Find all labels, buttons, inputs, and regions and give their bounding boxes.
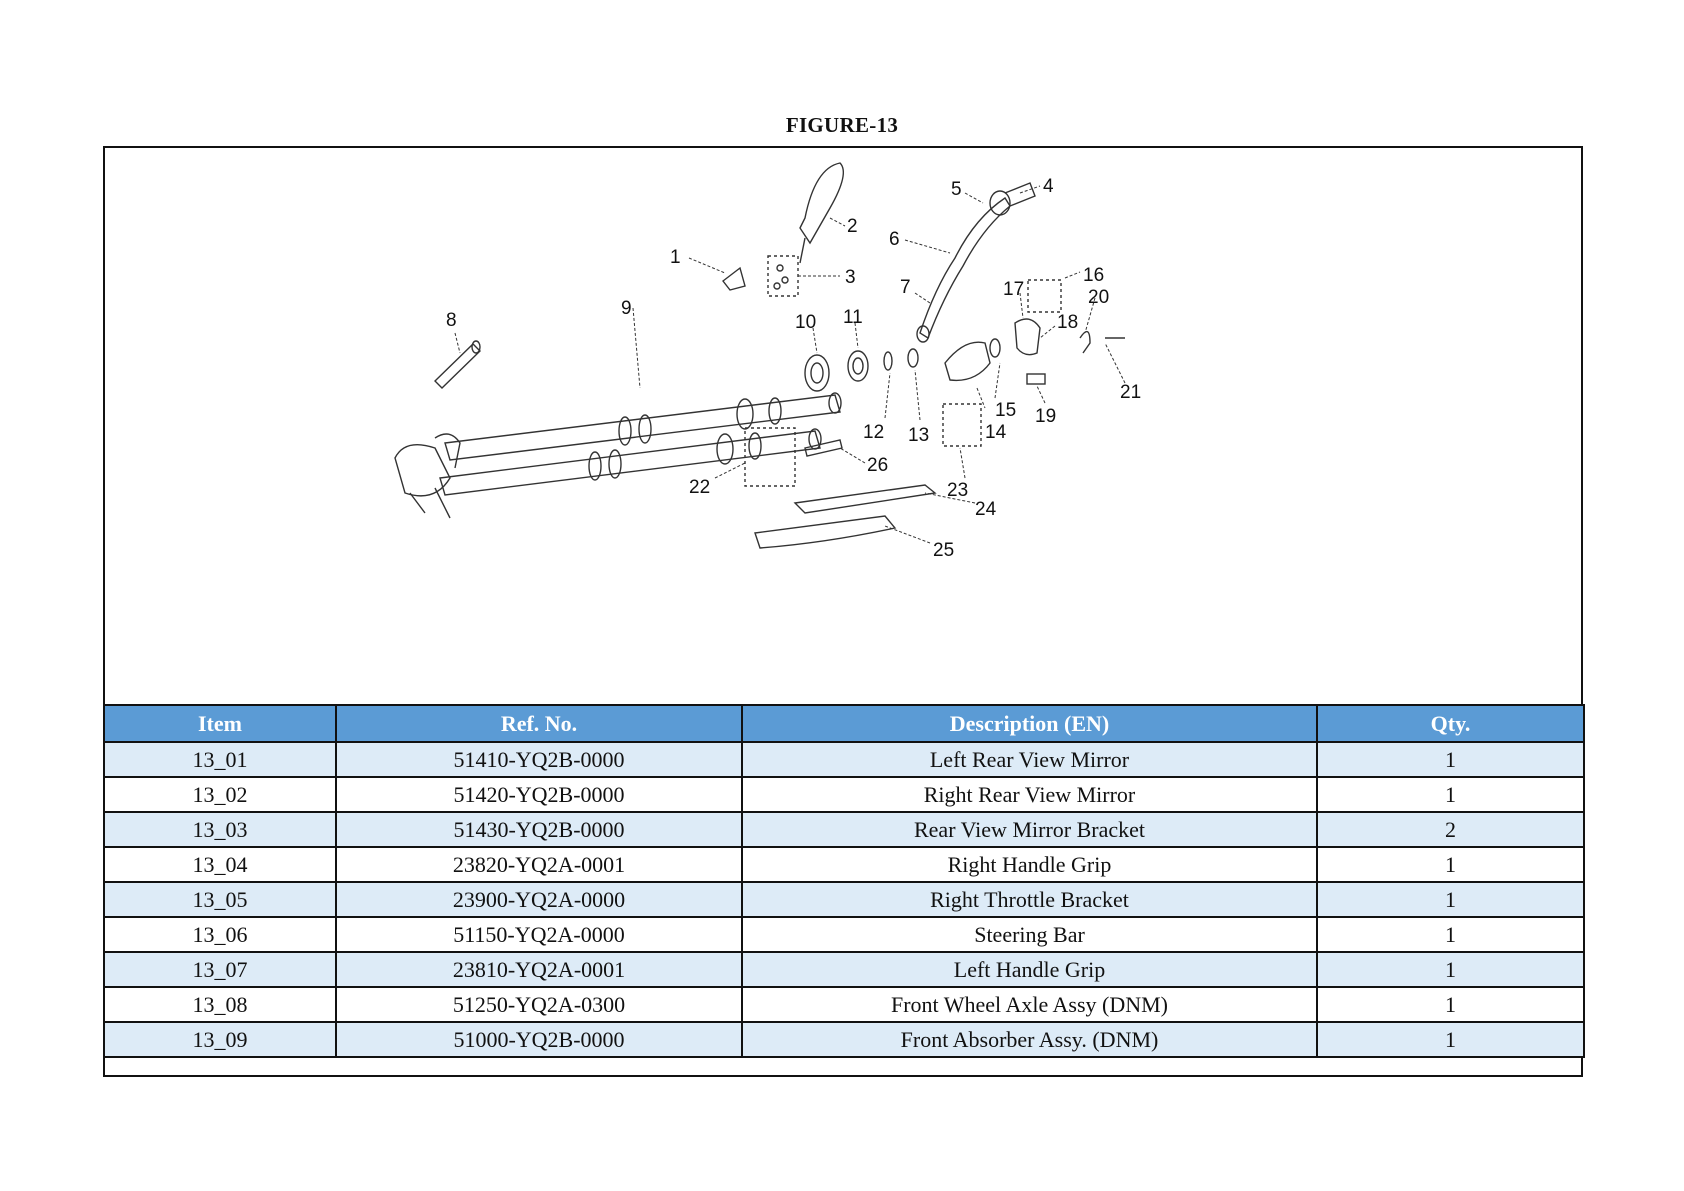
cell-item: 13_07 <box>103 951 337 988</box>
bearing-drawing-11 <box>847 350 869 382</box>
callout-7: 7 <box>900 277 911 298</box>
figure-frame: 1 2 3 4 5 6 7 8 9 10 11 12 13 14 15 16 1… <box>103 146 1585 1077</box>
callout-2: 2 <box>847 216 858 237</box>
cell-description: Steering Bar <box>741 916 1318 953</box>
table-row: 13_06 51150-YQ2A-0000 Steering Bar 1 <box>103 916 1585 953</box>
cell-qty: 1 <box>1316 846 1585 883</box>
triple-clamp-drawing <box>944 341 991 382</box>
callout-23: 23 <box>947 480 968 501</box>
table-header-row: Item Ref. No. Description (EN) Qty. <box>103 704 1585 743</box>
callout-4: 4 <box>1043 176 1054 197</box>
column-header-description: Description (EN) <box>741 704 1318 743</box>
cell-item: 13_09 <box>103 1021 337 1058</box>
cell-item: 13_08 <box>103 986 337 1023</box>
cell-ref-no: 51430-YQ2B-0000 <box>335 811 743 848</box>
guard-drawing-24 <box>793 484 937 514</box>
cell-qty: 1 <box>1316 951 1585 988</box>
callout-6: 6 <box>889 229 900 250</box>
callout-17: 17 <box>1003 279 1024 300</box>
table-row: 13_02 51420-YQ2B-0000 Right Rear View Mi… <box>103 776 1585 813</box>
figure-title: FIGURE-13 <box>785 113 899 137</box>
cell-qty: 1 <box>1316 776 1585 813</box>
callout-19: 19 <box>1035 406 1056 427</box>
callout-9: 9 <box>621 298 632 319</box>
leader-lines <box>454 185 1126 544</box>
callout-24: 24 <box>975 499 997 520</box>
cell-ref-no: 23820-YQ2A-0001 <box>335 846 743 883</box>
callout-8: 8 <box>446 310 457 331</box>
cell-ref-no: 23810-YQ2A-0001 <box>335 951 743 988</box>
front-fork-drawing <box>394 392 842 519</box>
cell-ref-no: 23900-YQ2A-0000 <box>335 881 743 918</box>
column-header-qty: Qty. <box>1316 704 1585 743</box>
cell-ref-no: 51150-YQ2A-0000 <box>335 916 743 953</box>
cell-description: Left Rear View Mirror <box>741 741 1318 778</box>
callout-10: 10 <box>795 312 816 333</box>
table-row: 13_09 51000-YQ2B-0000 Front Absorber Ass… <box>103 1021 1585 1058</box>
bracket-kit-box <box>767 255 799 297</box>
callout-18: 18 <box>1057 312 1078 333</box>
cell-ref-no: 51250-YQ2A-0300 <box>335 986 743 1023</box>
column-header-ref-no: Ref. No. <box>335 704 743 743</box>
callout-5: 5 <box>951 179 962 200</box>
table-row: 13_08 51250-YQ2A-0300 Front Wheel Axle A… <box>103 986 1585 1023</box>
callout-1: 1 <box>670 247 681 268</box>
bearing-drawing-10 <box>804 354 830 392</box>
cell-qty: 1 <box>1316 881 1585 918</box>
cell-qty: 1 <box>1316 741 1585 778</box>
callout-22: 22 <box>689 477 710 498</box>
cell-ref-no: 51420-YQ2B-0000 <box>335 776 743 813</box>
cell-description: Front Wheel Axle Assy (DNM) <box>741 986 1318 1023</box>
bolt-drawing-26 <box>804 439 843 457</box>
callout-26: 26 <box>867 455 888 476</box>
cell-ref-no: 51000-YQ2B-0000 <box>335 1021 743 1058</box>
cell-qty: 2 <box>1316 811 1585 848</box>
callout-11: 11 <box>843 307 863 328</box>
cell-description: Front Absorber Assy. (DNM) <box>741 1021 1318 1058</box>
axle-drawing <box>434 340 481 389</box>
mirror-drawing <box>799 162 844 264</box>
cell-qty: 1 <box>1316 1021 1585 1058</box>
table-row: 13_05 23900-YQ2A-0000 Right Throttle Bra… <box>103 881 1585 918</box>
table-row: 13_07 23810-YQ2A-0001 Left Handle Grip 1 <box>103 951 1585 988</box>
guard-drawing-25 <box>754 515 897 549</box>
callout-21: 21 <box>1120 382 1141 403</box>
fastener-kit-box-16 <box>1027 279 1062 313</box>
callout-13: 13 <box>908 425 929 446</box>
exploded-parts-diagram: 1 2 3 4 5 6 7 8 9 10 11 12 13 14 15 16 1… <box>105 148 1581 705</box>
cell-item: 13_01 <box>103 741 337 778</box>
fastener-kit-box-23 <box>942 403 982 447</box>
cell-description: Left Handle Grip <box>741 951 1318 988</box>
handlebar-drawing <box>916 182 1036 343</box>
cell-ref-no: 51410-YQ2B-0000 <box>335 741 743 778</box>
table-row: 13_03 51430-YQ2B-0000 Rear View Mirror B… <box>103 811 1585 848</box>
callout-14: 14 <box>985 422 1007 443</box>
cell-description: Right Throttle Bracket <box>741 881 1318 918</box>
callout-3: 3 <box>845 267 856 288</box>
parts-table: Item Ref. No. Description (EN) Qty. 13_0… <box>103 704 1585 1058</box>
table-row: 13_01 51410-YQ2B-0000 Left Rear View Mir… <box>103 741 1585 778</box>
mirror-base-drawing <box>722 266 746 291</box>
callout-20: 20 <box>1088 287 1109 308</box>
cell-qty: 1 <box>1316 986 1585 1023</box>
callout-25: 25 <box>933 540 954 561</box>
fastener-kit-box-22 <box>744 427 796 487</box>
cell-item: 13_02 <box>103 776 337 813</box>
callout-15: 15 <box>995 400 1016 421</box>
cell-item: 13_04 <box>103 846 337 883</box>
cell-description: Right Handle Grip <box>741 846 1318 883</box>
table-row: 13_04 23820-YQ2A-0001 Right Handle Grip … <box>103 846 1585 883</box>
cell-description: Rear View Mirror Bracket <box>741 811 1318 848</box>
cell-item: 13_03 <box>103 811 337 848</box>
column-header-item: Item <box>103 704 337 743</box>
cell-item: 13_06 <box>103 916 337 953</box>
cell-qty: 1 <box>1316 916 1585 953</box>
callout-12: 12 <box>863 422 884 443</box>
cell-item: 13_05 <box>103 881 337 918</box>
callout-16: 16 <box>1083 265 1104 286</box>
cell-description: Right Rear View Mirror <box>741 776 1318 813</box>
